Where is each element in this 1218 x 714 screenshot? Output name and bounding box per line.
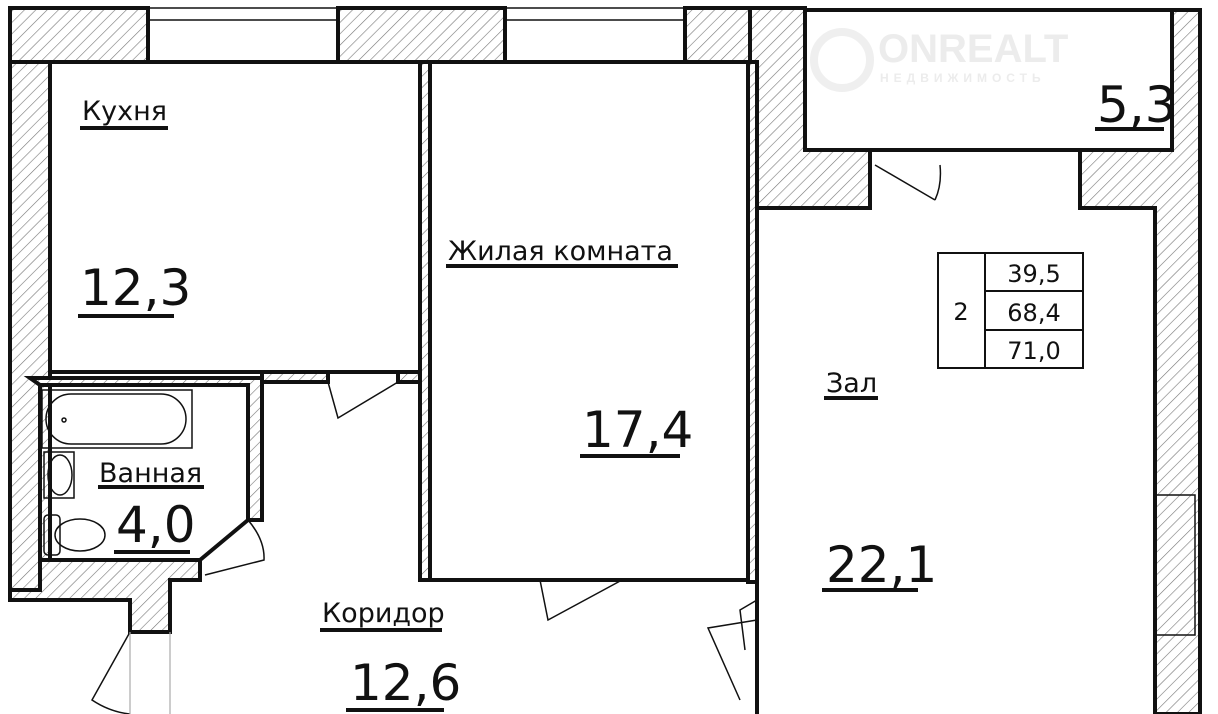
svg-text:ONREALT: ONREALT <box>878 27 1068 71</box>
room-name: Коридор <box>322 598 445 629</box>
room-hall: Зал 22,1 <box>822 368 937 594</box>
room-area: 4,0 <box>116 496 196 554</box>
room-name: Ванная <box>99 458 202 489</box>
room-name: Кухня <box>82 96 167 127</box>
room-balcony: 5,3 <box>1095 76 1177 134</box>
sink-icon <box>43 451 75 499</box>
doors <box>91 164 942 714</box>
total-with-balcony: 71,0 <box>1007 337 1060 365</box>
toilet-icon <box>43 514 106 556</box>
exterior-walls <box>8 6 1202 714</box>
room-name: Зал <box>826 368 877 399</box>
area-summary-table: 2 39,5 68,4 71,0 <box>937 252 1084 369</box>
room-area: 5,3 <box>1097 76 1177 134</box>
room-area: 12,3 <box>80 259 191 317</box>
room-area: 22,1 <box>826 536 937 594</box>
room-name: Жилая комната <box>448 236 673 267</box>
room-corridor: Коридор 12,6 <box>320 598 461 712</box>
room-bathroom: Ванная 4,0 <box>98 458 204 554</box>
watermark: ONREALT НЕДВИЖИМОСТЬ <box>810 27 1068 92</box>
room-area: 17,4 <box>582 401 693 459</box>
total-area: 68,4 <box>1007 299 1060 327</box>
room-kitchen: Кухня 12,3 <box>78 96 191 318</box>
bathtub-icon <box>41 389 193 449</box>
interior-walls <box>23 8 1174 714</box>
living-area: 39,5 <box>1007 260 1060 288</box>
room-living: Жилая комната 17,4 <box>446 236 693 459</box>
room-area: 12,6 <box>350 654 461 712</box>
svg-text:НЕДВИЖИМОСТЬ: НЕДВИЖИМОСТЬ <box>880 71 1046 85</box>
rooms-count: 2 <box>953 298 968 326</box>
